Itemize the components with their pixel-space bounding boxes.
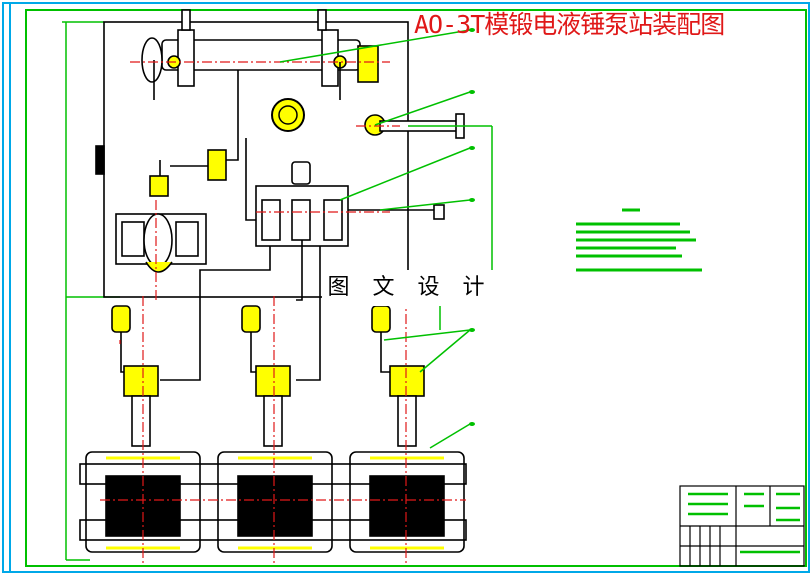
pump-units — [79, 305, 467, 553]
technical-notes — [576, 208, 702, 272]
right-fitting — [364, 113, 465, 220]
inner-frame — [25, 9, 807, 567]
pressure-gauge — [271, 98, 305, 132]
balloon-markers — [469, 28, 475, 426]
title-block-entries — [688, 492, 800, 554]
valve-block — [115, 149, 227, 273]
drawing-title: AO-3T模锻电液锤泵站装配图 — [414, 10, 725, 39]
top-cylinder — [141, 9, 379, 100]
watermark-text: 图 文 设 计 — [322, 270, 498, 306]
title-block — [679, 485, 805, 567]
centerlines — [100, 61, 466, 565]
pump-station-panel — [95, 21, 409, 298]
